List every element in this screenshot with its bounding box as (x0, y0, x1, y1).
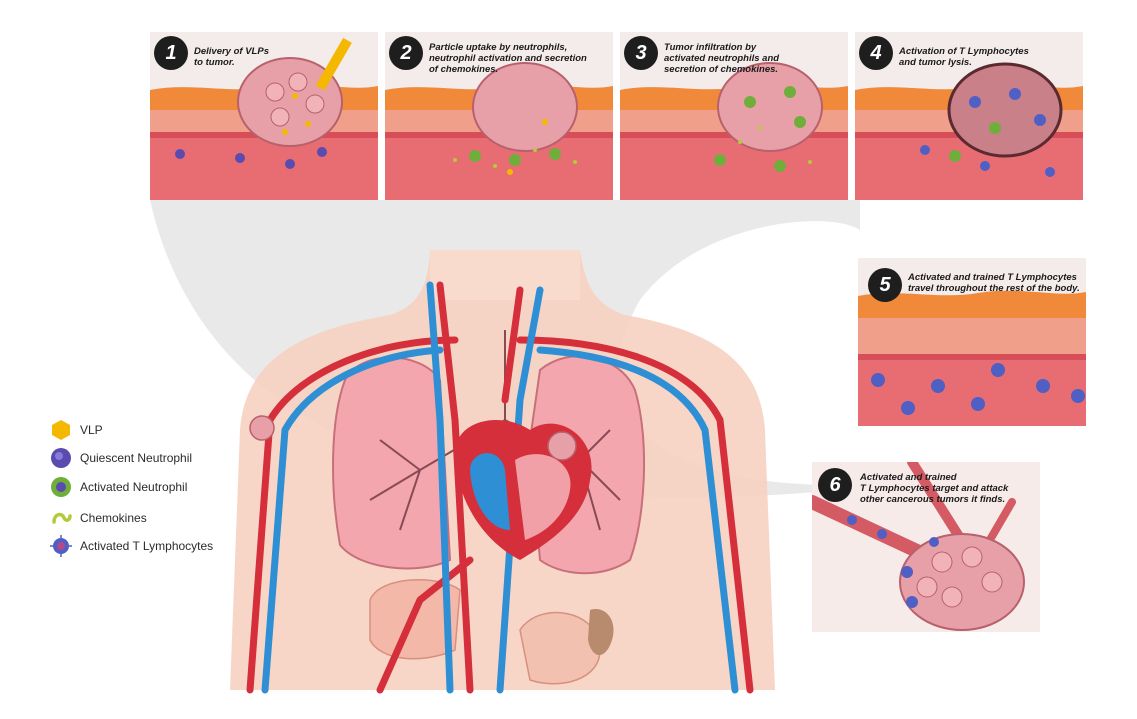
legend-label: VLP (80, 423, 103, 437)
shoulder-tumor (249, 415, 275, 441)
legend-item-quiescent-neutrophil: Quiescent Neutrophil (48, 446, 192, 470)
stomach (519, 611, 601, 685)
step-4-panel: 4 Activation of T Lymphocytes and tumor … (855, 32, 1083, 200)
step-3-panel: 3 Tumor infiltration by activated neutro… (620, 32, 848, 200)
step-5-panel: 5 Activated and trained T Lymphocytes tr… (858, 258, 1086, 426)
tumor-mass (237, 57, 343, 147)
step-5-caption: Activated and trained T Lymphocytes trav… (908, 272, 1080, 294)
legend-label: Chemokines (80, 511, 147, 525)
step-5-number: 5 (868, 268, 902, 302)
syringe-icon (315, 37, 352, 91)
step-6-caption: Activated and trained T Lymphocytes targ… (860, 472, 1009, 505)
legend-label: Activated Neutrophil (80, 480, 188, 494)
step-2-number: 2 (389, 36, 423, 70)
step-1-panel: 1 Delivery of VLPs to tumor. (150, 32, 378, 200)
kidney (588, 609, 614, 655)
step-6-panel: 6 Activated and trained T Lymphocytes ta… (812, 462, 1040, 632)
vlp-hexagon-icon (52, 420, 70, 440)
step-3-caption: Tumor infiltration by activated neutroph… (664, 42, 780, 75)
activated-neutrophil-icon (51, 477, 71, 497)
step-4-caption: Activation of T Lymphocytes and tumor ly… (899, 46, 1029, 68)
step-3-number: 3 (624, 36, 658, 70)
step-1-number: 1 (154, 36, 188, 70)
step-1-caption: Delivery of VLPs to tumor. (194, 46, 269, 68)
legend-item-activated-neutrophil: Activated Neutrophil (48, 475, 187, 499)
legend-item-activated-t-lymphocytes: Activated T Lymphocytes (48, 534, 213, 558)
step-2-caption: Particle uptake by neutrophils, neutroph… (429, 42, 587, 75)
arteries (246, 281, 754, 694)
step-2-panel: 2 Particle uptake by neutrophils, neutro… (385, 32, 613, 200)
veins (261, 281, 739, 694)
quiescent-neutrophil-icon (51, 448, 71, 468)
lung-tumor (547, 431, 577, 461)
step-6-number: 6 (818, 468, 852, 502)
step-4-number: 4 (859, 36, 893, 70)
legend-label: Activated T Lymphocytes (80, 539, 214, 553)
activated-t-lymphocyte-icon (50, 535, 72, 557)
legend-label: Quiescent Neutrophil (80, 451, 193, 465)
legend-item-vlp: VLP (48, 418, 103, 442)
legend-item-chemokines: Chemokines (48, 506, 147, 530)
chemokines-icon (52, 512, 72, 524)
